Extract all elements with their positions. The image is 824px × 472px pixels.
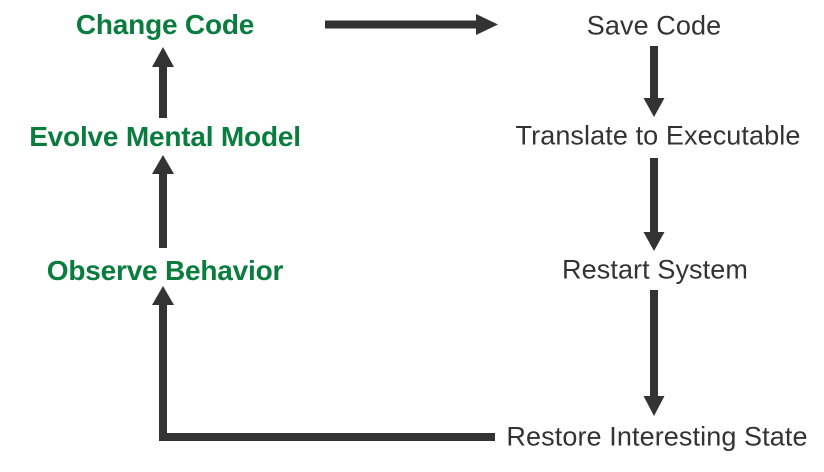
node-save-code[interactable]: Save Code [586,10,722,41]
edge-translate-to-restart-system [643,158,665,251]
edge-observe-behavior-to-evolve-mental-model [152,155,174,248]
node-change-code[interactable]: Change Code [75,9,255,40]
edge-restore-state-to-observe-behavior [152,286,495,441]
node-translate-to-executable[interactable]: Translate to Executable [515,120,801,151]
edge-restart-system-to-restore-state [643,290,665,416]
node-restore-interesting-state[interactable]: Restore Interesting State [506,421,808,452]
edge-evolve-mental-model-to-change-code [152,47,174,118]
edge-save-code-to-translate [643,46,665,117]
node-restart-system[interactable]: Restart System [562,254,748,285]
node-evolve-mental-model[interactable]: Evolve Mental Model [29,121,301,152]
node-observe-behavior[interactable]: Observe Behavior [46,255,284,286]
edge-change-code-to-save-code [325,14,498,35]
